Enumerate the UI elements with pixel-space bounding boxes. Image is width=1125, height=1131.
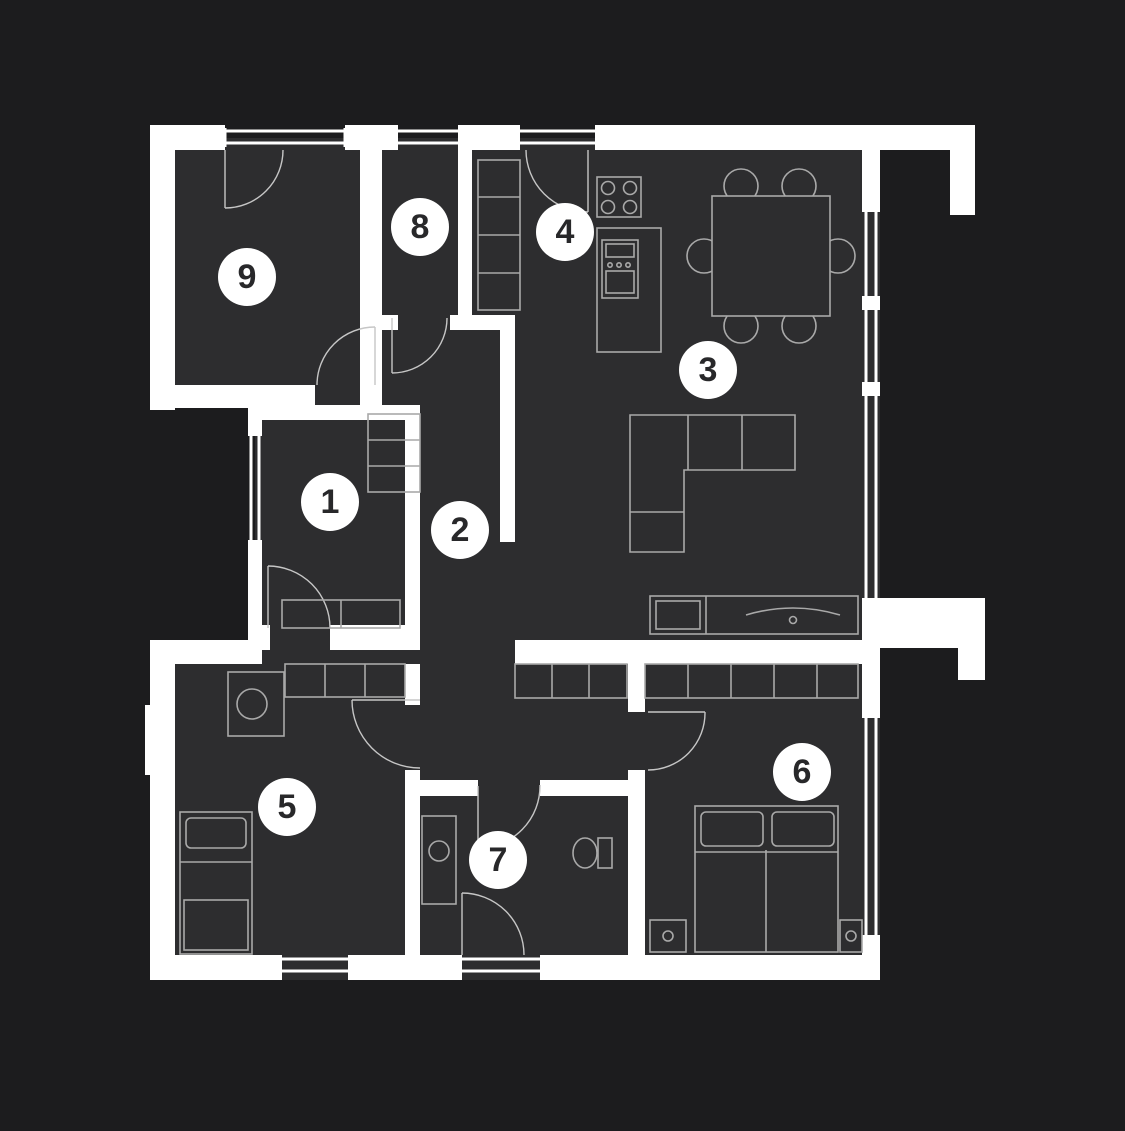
door-room8: [391, 317, 448, 374]
cabinet-room1: [281, 599, 401, 629]
room-marker-6-label: 6: [792, 753, 812, 791]
tv-unit: [649, 595, 859, 635]
room-marker-5-label: 5: [277, 788, 297, 826]
double-bed-room6: [694, 805, 839, 953]
window-left-room1: [249, 436, 261, 540]
window-top-room8: [398, 129, 458, 145]
doors: [224, 149, 706, 956]
toilet-bathroom: [572, 837, 613, 869]
room-marker-8: 8: [391, 198, 449, 256]
room-marker-5: 5: [258, 778, 316, 836]
door-room9-hall: [316, 326, 376, 386]
door-room5: [351, 699, 421, 769]
nightstand-right: [839, 919, 863, 953]
window-right-living: [864, 212, 878, 598]
wardrobe-room1: [367, 413, 421, 493]
walls: [145, 125, 985, 980]
sofa: [629, 414, 796, 553]
wardrobe-corridor: [514, 663, 628, 699]
room-marker-1: 1: [301, 473, 359, 531]
room-marker-8-label: 8: [410, 208, 430, 246]
door-room1: [267, 565, 331, 629]
room-marker-9: 9: [218, 248, 276, 306]
cabinets-room5: [284, 663, 406, 698]
room-marker-2: 2: [431, 501, 489, 559]
window-bottom-bath: [462, 957, 540, 973]
window-top-room9: [223, 128, 347, 147]
kitchen-counter: [477, 159, 521, 311]
room-marker-7-label: 7: [488, 841, 508, 879]
bed-room5: [179, 811, 253, 955]
window-right-room6: [864, 718, 878, 935]
kitchen-island-oven: [596, 227, 662, 353]
door-room6: [647, 711, 706, 771]
room-marker-3-label: 3: [698, 351, 718, 389]
room-marker-2-label: 2: [450, 511, 470, 549]
room-marker-9-label: 9: [237, 258, 257, 296]
room-marker-6: 6: [773, 743, 831, 801]
stove: [596, 176, 642, 218]
nightstand-left: [649, 919, 687, 953]
windows: [223, 128, 878, 973]
room-marker-1-label: 1: [320, 483, 340, 521]
room-marker-4-label: 4: [555, 213, 575, 251]
vanity-bathroom: [421, 815, 457, 905]
desk-room5: [227, 671, 285, 737]
room-marker-7: 7: [469, 831, 527, 889]
door-room9-entry: [224, 149, 284, 209]
window-bottom-room5: [282, 957, 348, 973]
room-marker-4: 4: [536, 203, 594, 261]
door-bath-terrace: [461, 892, 525, 956]
wardrobe-room6: [644, 663, 859, 699]
dining-set: [686, 168, 856, 344]
furniture: [179, 159, 863, 955]
entry-door-frame: [520, 129, 595, 145]
room-marker-3: 3: [679, 341, 737, 399]
